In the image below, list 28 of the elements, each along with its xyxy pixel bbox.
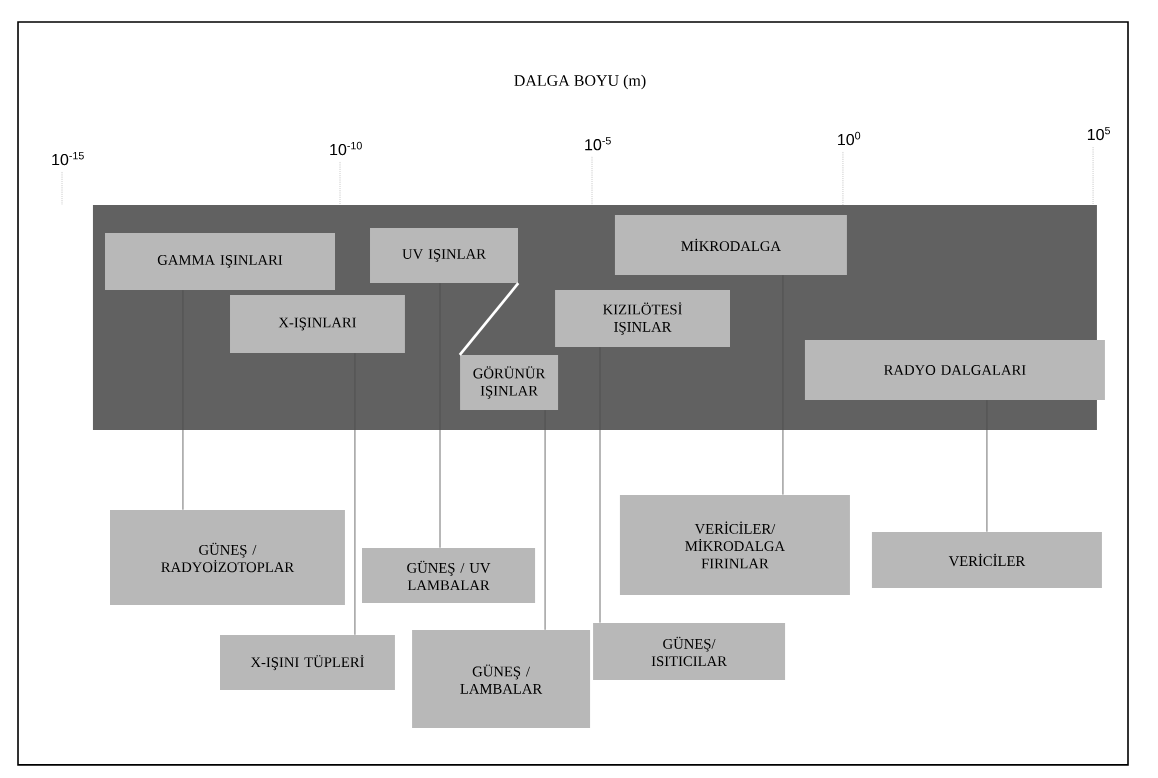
tick-label: 10$^{-10}$ bbox=[330, 141, 362, 156]
spectrum-box: GÖRÜNÜR IŞINLAR bbox=[460, 355, 559, 410]
tick-label: 10$^{0}$ bbox=[838, 131, 861, 146]
source-box: GÜNEŞ / UV LAMBALAR bbox=[362, 548, 536, 603]
source-box: GÜNEŞ / LAMBALAR bbox=[412, 630, 591, 729]
spectrum-box: GAMMA IŞINLARI bbox=[105, 232, 335, 290]
title: DALGA BOYU (m) bbox=[514, 74, 646, 90]
tick-label: 10$^{5}$ bbox=[1087, 126, 1110, 141]
tick-label: 10$^{-5}$ bbox=[585, 137, 611, 151]
leader-line bbox=[782, 274, 784, 496]
source-box: GÜNEŞ / RADYOİZOTOPLAR bbox=[110, 510, 345, 605]
spectrum-box: RADYO DALGALARI bbox=[804, 340, 1105, 400]
divider-line bbox=[458, 282, 520, 356]
leader-line bbox=[544, 409, 546, 631]
leader-line bbox=[182, 289, 184, 511]
leader-line bbox=[986, 399, 988, 533]
spectrum-box: MİKRODALGA bbox=[614, 214, 847, 275]
leader-line bbox=[354, 352, 356, 636]
source-box: VERİCİLER bbox=[871, 532, 1102, 588]
leader-line bbox=[599, 346, 601, 624]
source-box: X-IŞINI TÜPLERİ bbox=[220, 635, 395, 690]
leader-line bbox=[439, 282, 441, 549]
tick-label: 10$^{-15}$ bbox=[52, 152, 84, 166]
source-box: GÜNEŞ/ ISITICILAR bbox=[593, 622, 786, 680]
spectrum-box: KIZILÖTESİ IŞINLAR bbox=[555, 290, 730, 348]
source-box: VERİCİLER/ MİKRODALGA FIRINLAR bbox=[619, 494, 850, 595]
spectrum-box: X-IŞINLARI bbox=[230, 295, 405, 353]
spectrum-box: UV IŞINLAR bbox=[370, 228, 518, 283]
